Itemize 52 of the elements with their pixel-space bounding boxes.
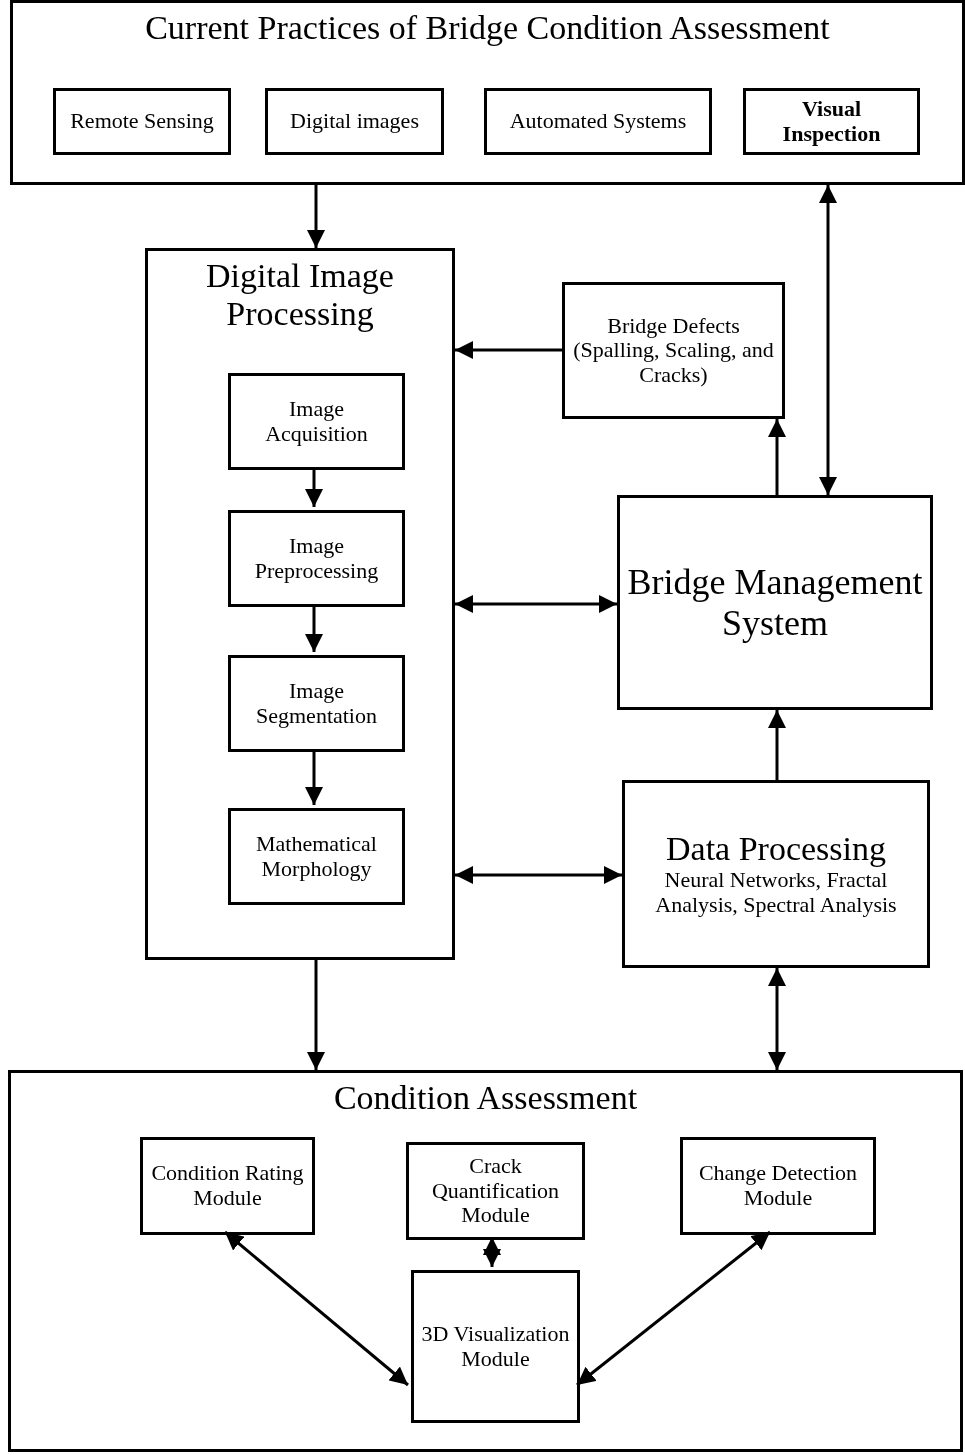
box-heading: Digital Image Processing <box>205 257 395 334</box>
box-heading: Data Processing <box>666 830 886 869</box>
arrow <box>305 749 323 805</box>
box-label: Remote Sensing <box>70 109 214 134</box>
box-label: Image Acquisition <box>264 396 369 447</box>
group-box <box>145 248 455 960</box>
process-box <box>562 282 785 419</box>
process-box <box>53 88 231 155</box>
box-label: Mathematical Morphology <box>255 831 378 882</box>
process-box <box>743 88 920 155</box>
arrow <box>305 604 323 652</box>
arrow <box>768 968 786 1070</box>
box-label: Bridge Defects (Spalling, Scaling, and Cracks) <box>572 313 775 388</box>
process-box <box>228 655 405 752</box>
process-box <box>140 1137 315 1235</box>
arrow <box>768 710 786 780</box>
box-label: Crack Quantification Module <box>430 1154 561 1228</box>
arrow <box>455 341 562 359</box>
process-box <box>484 88 712 155</box>
box-label: Change Detection Module <box>697 1161 859 1211</box>
arrow <box>768 419 786 495</box>
process-box <box>411 1270 580 1423</box>
arrow <box>483 1237 501 1267</box>
box-label: Digital images <box>290 109 419 134</box>
box-label: Visual Inspection <box>781 96 882 147</box>
process-box <box>228 808 405 905</box>
process-box <box>406 1142 585 1240</box>
process-box <box>680 1137 876 1235</box>
box-label: Bridge Management System <box>626 562 924 643</box>
process-box <box>228 373 405 470</box>
box-description: Neural Networks, Fractal Analysis, Spectral Analysis <box>654 868 898 918</box>
process-box <box>622 780 930 968</box>
arrow <box>455 866 622 884</box>
box-heading: Current Practices of Bridge Condition Assessment <box>145 9 830 48</box>
group-box <box>10 0 965 185</box>
arrow <box>305 467 323 507</box>
arrow <box>307 185 325 248</box>
arrow <box>224 1230 409 1387</box>
box-label: 3D Visualization Module <box>420 1321 571 1372</box>
process-box <box>228 510 405 607</box>
arrow <box>819 185 837 495</box>
arrow <box>576 1230 771 1387</box>
process-box <box>265 88 444 155</box>
box-label: Image Segmentation <box>255 678 378 729</box>
arrow <box>307 960 325 1070</box>
box-label: Image Preprocessing <box>253 533 380 584</box>
box-heading: Condition Assessment <box>333 1079 638 1118</box>
group-box <box>8 1070 963 1452</box>
arrow <box>455 595 617 613</box>
process-box <box>617 495 933 710</box>
box-label: Condition Rating Module <box>150 1161 305 1211</box>
box-label: Automated Systems <box>509 109 687 134</box>
